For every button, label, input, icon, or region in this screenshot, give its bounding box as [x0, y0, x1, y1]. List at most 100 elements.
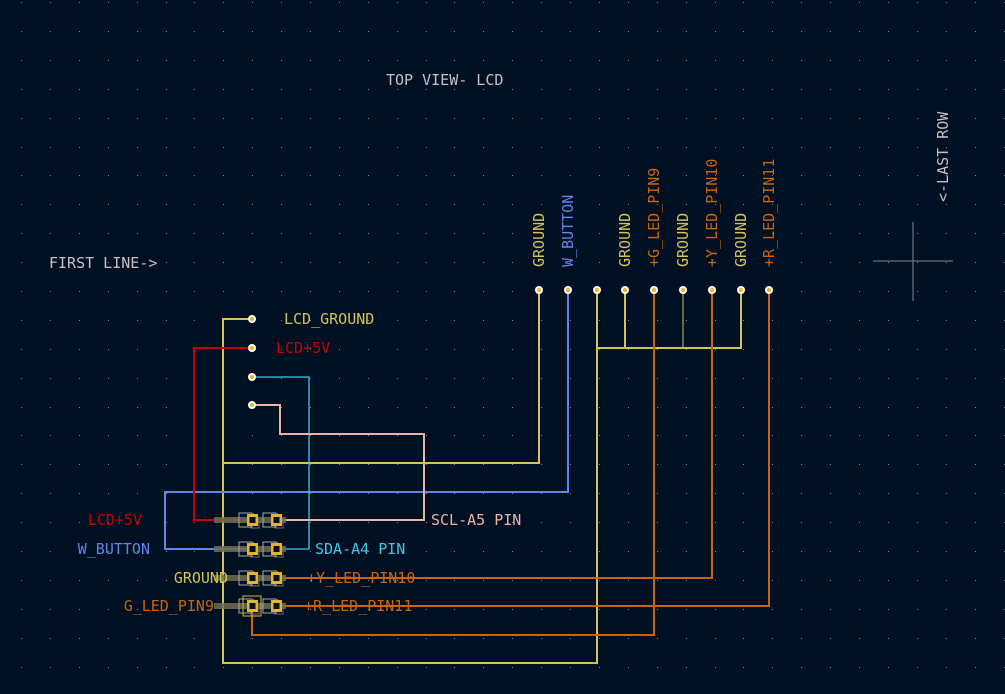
grid-dot	[137, 522, 138, 523]
grid-dot	[194, 262, 195, 263]
grid-dot	[743, 667, 744, 668]
grid-dot	[830, 233, 831, 234]
grid-dot	[801, 118, 802, 119]
connector-left-label: GROUND	[174, 569, 228, 587]
connector-pad[interactable]	[247, 599, 258, 612]
lcd-pin[interactable]	[248, 373, 256, 381]
lcd-pin[interactable]	[248, 344, 256, 352]
trace-g-led-pin9[interactable]	[251, 290, 655, 636]
grid-dot	[50, 320, 51, 321]
grid-dot	[368, 89, 369, 90]
grid-dot	[541, 204, 542, 205]
grid-dot	[339, 493, 340, 494]
grid-dot	[715, 262, 716, 263]
grid-dot	[599, 407, 600, 408]
grid-dot	[483, 551, 484, 552]
grid-dot	[281, 378, 282, 379]
grid-dot	[368, 638, 369, 639]
lcd-pin-label: LCD_GROUND	[284, 310, 374, 328]
connector-pad[interactable]	[247, 513, 258, 526]
connector-pad[interactable]	[271, 513, 282, 526]
grid-dot	[108, 291, 109, 292]
grid-dot	[426, 60, 427, 61]
trace-y-led-pin10[interactable]	[276, 290, 713, 579]
grid-dot	[599, 349, 600, 350]
grid-dot	[21, 233, 22, 234]
header-pin[interactable]	[708, 286, 716, 294]
grid-dot	[772, 464, 773, 465]
grid-dot	[657, 407, 658, 408]
trace-ground-loop[interactable]	[222, 318, 598, 664]
header-pin[interactable]	[765, 286, 773, 294]
header-pin[interactable]	[650, 286, 658, 294]
grid-dot	[512, 2, 513, 3]
origin-crosshair-icon	[873, 222, 953, 301]
header-pin[interactable]	[535, 286, 543, 294]
grid-dot	[512, 175, 513, 176]
grid-dot	[917, 493, 918, 494]
connector-pad[interactable]	[247, 571, 258, 584]
grid-dot	[946, 464, 947, 465]
trace-r-led-pin11[interactable]	[276, 290, 770, 607]
grid-dot	[281, 175, 282, 176]
connector-pad[interactable]	[271, 599, 282, 612]
grid-dot	[628, 204, 629, 205]
grid-dot	[888, 204, 889, 205]
header-pin[interactable]	[564, 286, 572, 294]
trace-sda[interactable]	[252, 376, 310, 550]
trace-scl[interactable]	[252, 404, 425, 521]
header-pin[interactable]	[737, 286, 745, 294]
grid-dot	[599, 147, 600, 148]
grid-dot	[946, 522, 947, 523]
grid-dot	[772, 638, 773, 639]
grid-dot	[541, 2, 542, 3]
grid-dot	[743, 580, 744, 581]
grid-dot	[512, 493, 513, 494]
grid-dot	[50, 551, 51, 552]
grid-dot	[743, 147, 744, 148]
grid-dot	[310, 464, 311, 465]
header-pin[interactable]	[593, 286, 601, 294]
grid-dot	[657, 580, 658, 581]
grid-dot	[50, 435, 51, 436]
connector-pad[interactable]	[247, 542, 258, 555]
header-pin[interactable]	[679, 286, 687, 294]
grid-dot	[426, 378, 427, 379]
grid-dot	[570, 638, 571, 639]
grid-dot	[715, 551, 716, 552]
grid-dot	[426, 464, 427, 465]
trace-ground-header-bus[interactable]	[596, 290, 742, 349]
grid-dot	[541, 233, 542, 234]
trace-ground-header-1[interactable]	[223, 290, 540, 464]
grid-dot	[888, 551, 889, 552]
connector-pad[interactable]	[271, 571, 282, 584]
grid-dot	[570, 522, 571, 523]
grid-dot	[743, 522, 744, 523]
grid-dot	[946, 609, 947, 610]
grid-dot	[512, 204, 513, 205]
grid-dot	[888, 291, 889, 292]
grid-dot	[339, 551, 340, 552]
connector-pad[interactable]	[271, 542, 282, 555]
grid-dot	[397, 667, 398, 668]
header-pin[interactable]	[621, 286, 629, 294]
grid-dot	[368, 551, 369, 552]
grid-dot	[772, 580, 773, 581]
grid-dot	[252, 262, 253, 263]
grid-dot	[21, 522, 22, 523]
grid-dot	[281, 147, 282, 148]
header-pin-label: GROUND	[732, 213, 750, 267]
trace-w-button[interactable]	[164, 290, 569, 550]
lcd-pin[interactable]	[248, 401, 256, 409]
grid-dot	[830, 204, 831, 205]
grid-dot	[339, 291, 340, 292]
grid-dot	[570, 609, 571, 610]
lcd-pin[interactable]	[248, 315, 256, 323]
grid-dot	[137, 493, 138, 494]
grid-dot	[743, 464, 744, 465]
grid-dot	[397, 580, 398, 581]
grid-dot	[310, 349, 311, 350]
grid-dot	[397, 233, 398, 234]
